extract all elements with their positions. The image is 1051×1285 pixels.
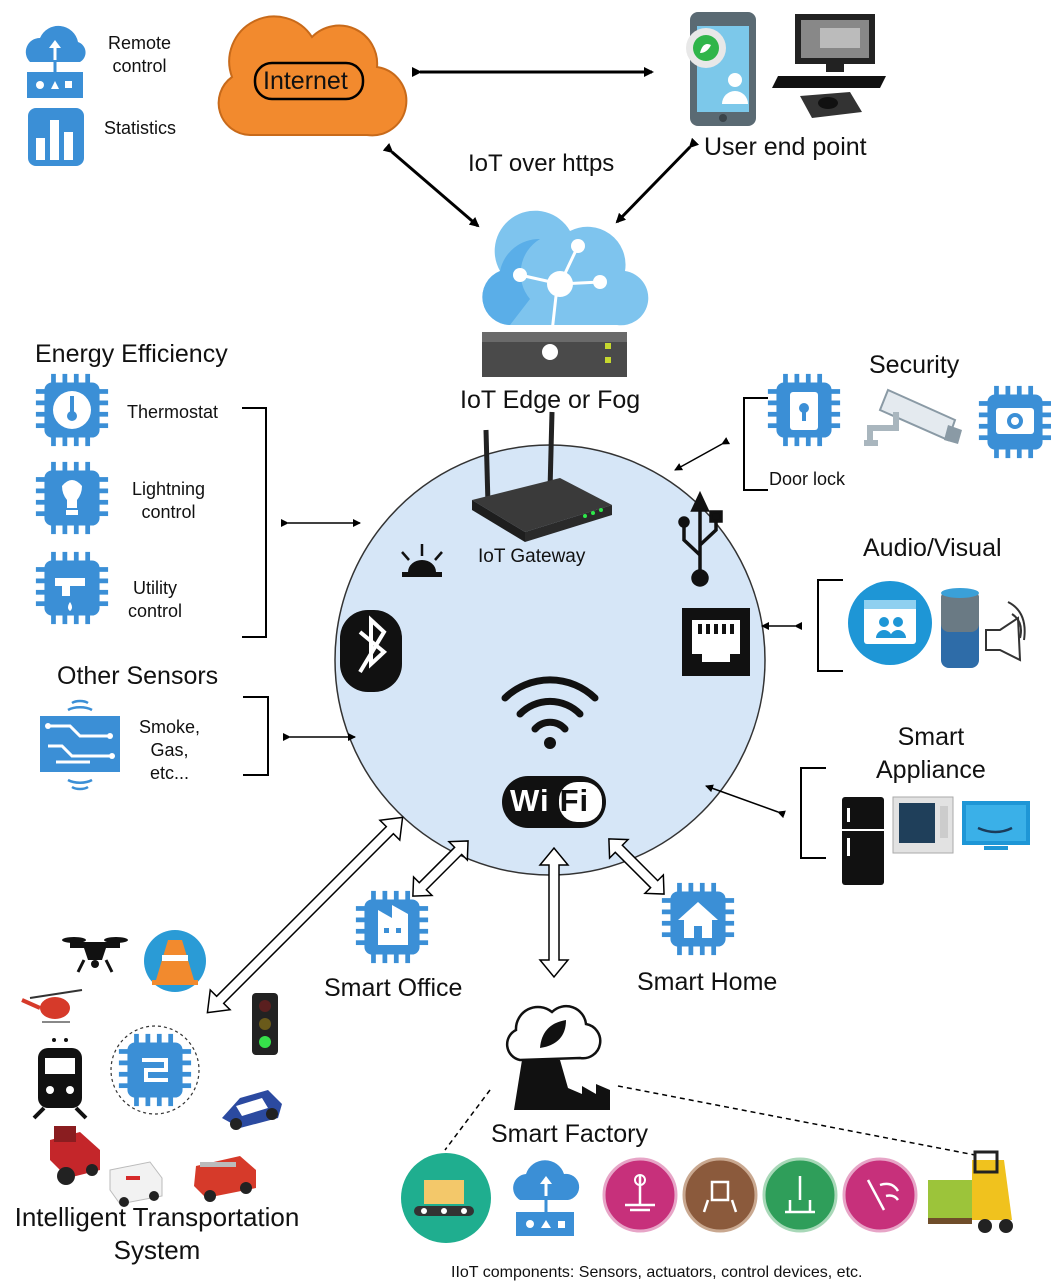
fire-truck-icon [194, 1156, 256, 1202]
police-car-icon [222, 1090, 282, 1130]
internet-label: Internet [263, 67, 348, 95]
conveyor-icon [401, 1153, 491, 1243]
internet-edge-arrow [382, 142, 480, 228]
robot-arm-green-icon [762, 1157, 838, 1233]
transport-hub-arrow [206, 816, 404, 1014]
traffic-cone-icon [144, 930, 206, 992]
av-bracket [817, 579, 843, 672]
smart-appliance-title: Smart Appliance [876, 723, 986, 784]
robot-arm-pink-icon [842, 1157, 918, 1233]
desktop-computer-icon [772, 14, 886, 118]
factory-icon [505, 1004, 610, 1110]
energy-efficiency-title: Energy Efficiency [35, 340, 228, 368]
harvester-icon [50, 1126, 100, 1185]
internet-cloud-icon [217, 15, 408, 137]
train-icon [32, 1038, 88, 1120]
energy-bracket [242, 407, 267, 638]
robot-arm-magenta-icon [602, 1157, 678, 1233]
iot-over-https-label: IoT over https [468, 150, 615, 177]
door-lock-chip-icon [767, 373, 841, 447]
other-sensors-items: Smoke, Gas, etc... [139, 717, 201, 783]
security-title: Security [869, 351, 960, 379]
security-bracket [743, 397, 768, 491]
audio-visual-title: Audio/Visual [863, 534, 1002, 562]
statistics-label: Statistics [104, 118, 177, 138]
remote-control-label: Remote control [108, 33, 172, 76]
smart-factory-label: Smart Factory [491, 1120, 648, 1148]
usb-icon [678, 490, 723, 587]
router-icon [472, 411, 612, 542]
transport-chip-icon [110, 1025, 200, 1115]
sensors-bracket [243, 696, 269, 776]
forklift-icon [928, 1150, 1013, 1233]
remote-control-icon [25, 25, 86, 98]
microwave-icon [892, 796, 954, 854]
drone-icon [62, 937, 128, 973]
wifi-signal-icon [501, 676, 599, 749]
home-hub-arrow [608, 838, 665, 895]
thermostat-label: Thermostat [127, 402, 219, 422]
user-end-point-label: User end point [704, 133, 867, 161]
its-label: Intelligent Transportation System [14, 1202, 300, 1265]
smart-tv-icon [962, 801, 1030, 850]
smart-home-chip-icon [661, 882, 735, 956]
iot-edge-fog-icon [482, 210, 649, 377]
wifi-logo-icon [502, 776, 606, 828]
smartphone-icon [686, 12, 756, 126]
lightning-control-label: Lightning control [132, 479, 206, 522]
ethernet-port-icon [682, 608, 750, 676]
smart-office-label: Smart Office [324, 974, 463, 1002]
factory-dash-right [617, 1085, 976, 1156]
cloud-upload-icon [513, 1160, 580, 1236]
helicopter-icon [21, 989, 83, 1023]
bluetooth-icon [340, 610, 402, 692]
lighting-chip-icon [35, 461, 109, 535]
iiot-caption: IIoT components: Sensors, actuators, con… [451, 1264, 863, 1281]
factory-hub-arrow [538, 846, 570, 979]
utility-control-label: Utility control [128, 578, 183, 621]
statistics-icon [28, 108, 84, 166]
smart-speaker-icon [941, 588, 979, 668]
utility-chip-icon [35, 551, 109, 625]
iot-edge-fog-label: IoT Edge or Fog [460, 386, 641, 414]
other-sensors-title: Other Sensors [57, 662, 219, 690]
camera-chip-icon [978, 385, 1051, 459]
video-conference-icon [848, 581, 932, 665]
sensor-board-icon [40, 699, 120, 791]
security-camera-icon [864, 388, 962, 446]
factory-dash-left [444, 1089, 491, 1151]
robot-arm-brown-icon [682, 1157, 758, 1233]
security-hub-arrow [674, 437, 731, 471]
refrigerator-icon [842, 797, 884, 885]
traffic-light-icon [252, 993, 278, 1055]
thermostat-chip-icon [35, 373, 109, 447]
iot-gateway-label: IoT Gateway [478, 546, 586, 567]
user-edge-arrow [615, 137, 700, 224]
appliance-bracket [800, 767, 826, 859]
appliance-hub-arrow [705, 784, 786, 819]
office-hub-arrow [412, 840, 469, 897]
door-lock-label: Door lock [769, 469, 846, 489]
smart-home-label: Smart Home [637, 968, 778, 996]
speaker-sound-icon [985, 601, 1026, 662]
light-sensor-icon [401, 544, 443, 577]
smart-office-chip-icon [355, 890, 429, 964]
ambulance-icon [109, 1161, 163, 1207]
